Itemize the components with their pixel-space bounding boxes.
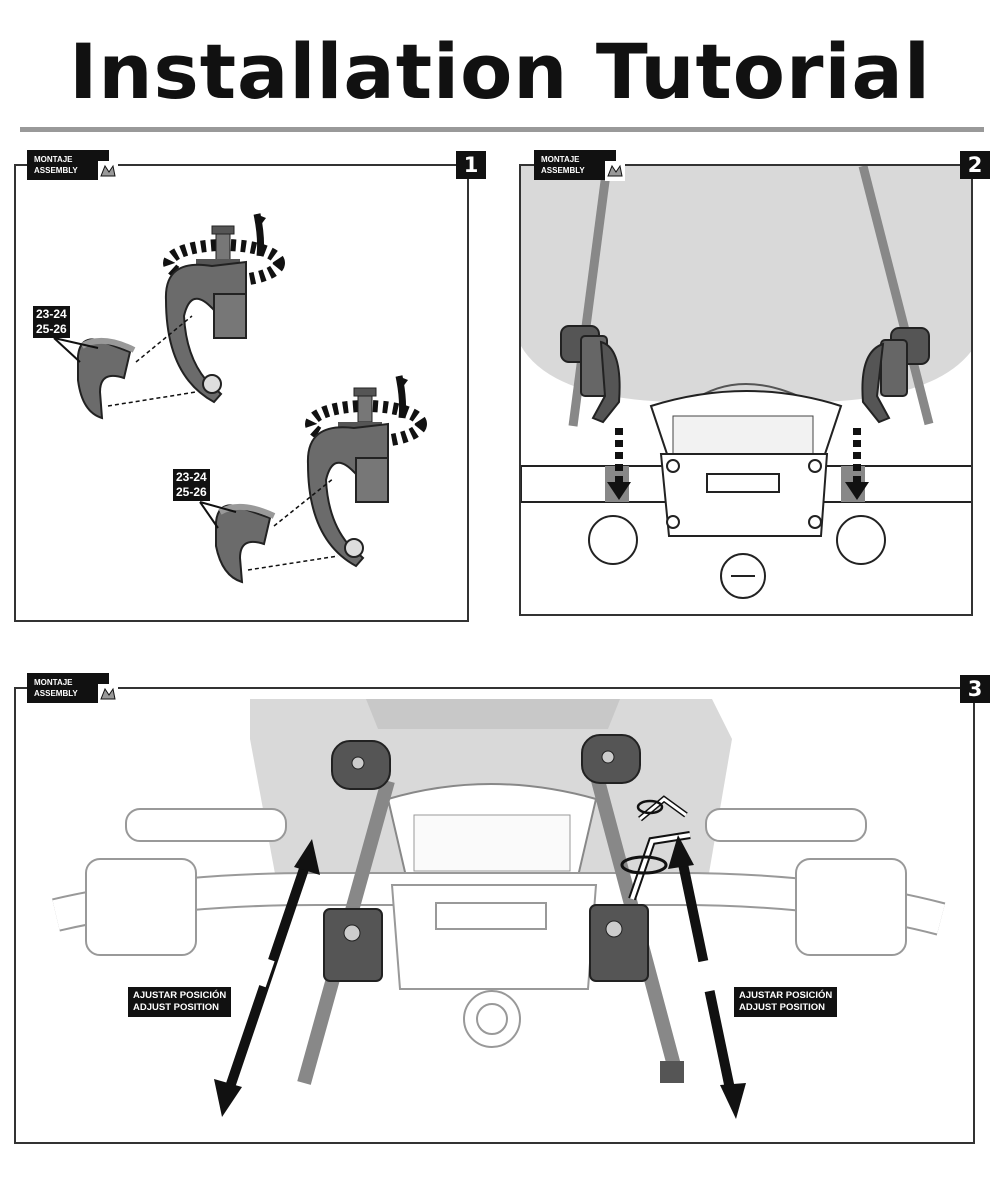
page-title: Installation Tutorial <box>69 27 931 116</box>
assembly-tag: MONTAJE ASSEMBLY <box>534 150 625 181</box>
adjust-position-illustration <box>52 699 946 1119</box>
hand-pointer-icon <box>98 684 118 704</box>
adjust-arrow-left <box>214 839 320 1117</box>
step-number-2: 2 <box>960 151 990 179</box>
size-line-1: 23-24 <box>176 470 207 484</box>
shim-size-label: 23-24 25-26 <box>33 306 70 338</box>
shim-size-label: 23-24 25-26 <box>173 469 210 501</box>
title-divider <box>20 127 984 132</box>
adjust-text-es: AJUSTAR POSICIÓN <box>133 990 227 1001</box>
hand-pointer-icon <box>605 161 625 181</box>
size-line-1: 23-24 <box>36 307 67 321</box>
step-number-3: 3 <box>960 675 990 703</box>
clamp-assembly-illustration <box>53 213 427 584</box>
assembly-tag: MONTAJE ASSEMBLY <box>27 150 118 181</box>
assembly-tag: MONTAJE ASSEMBLY <box>27 673 118 704</box>
size-line-2: 25-26 <box>36 322 67 336</box>
adjust-position-label: AJUSTAR POSICIÓN ADJUST POSITION <box>128 987 232 1017</box>
mount-on-handlebar-illustration <box>521 166 971 599</box>
tag-text-en: ASSEMBLY <box>541 166 585 175</box>
tag-text-es: MONTAJE <box>34 155 73 164</box>
tag-text-es: MONTAJE <box>541 155 580 164</box>
adjust-text-en: ADJUST POSITION <box>133 1002 220 1013</box>
rotation-arrow-icon <box>620 799 668 875</box>
step-2-panel <box>519 164 973 616</box>
tag-text-en: ASSEMBLY <box>34 166 78 175</box>
tag-text-es: MONTAJE <box>34 678 73 687</box>
adjust-text-en: ADJUST POSITION <box>739 1002 826 1013</box>
size-line-2: 25-26 <box>176 485 207 499</box>
adjust-text-es: AJUSTAR POSICIÓN <box>739 990 833 1001</box>
step-1-panel <box>14 164 469 622</box>
hand-pointer-icon <box>98 161 118 181</box>
adjust-position-label: AJUSTAR POSICIÓN ADJUST POSITION <box>734 987 838 1017</box>
tag-text-en: ASSEMBLY <box>34 689 78 698</box>
adjust-arrow-right <box>668 835 746 1119</box>
step-3-panel <box>14 687 975 1144</box>
step-number-1: 1 <box>456 151 486 179</box>
